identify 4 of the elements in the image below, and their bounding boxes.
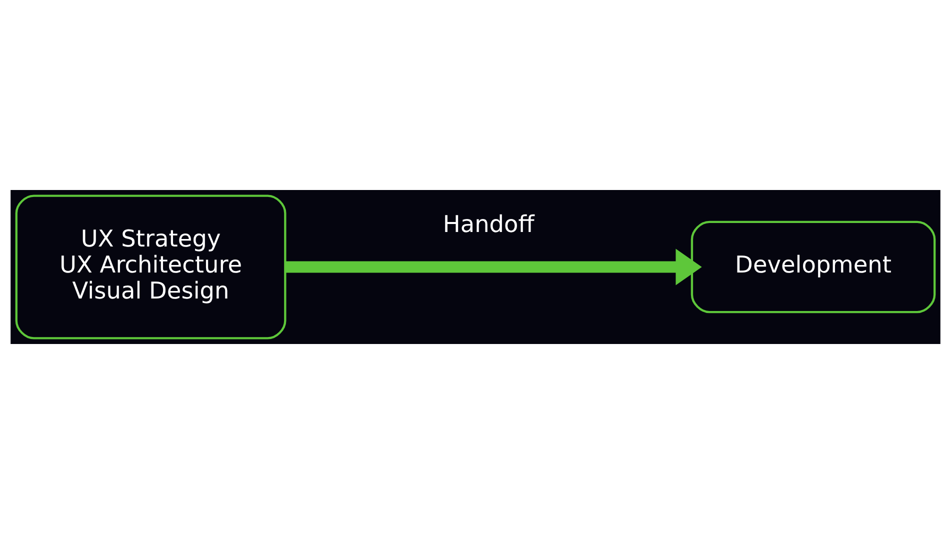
node-box: UX Strategy UX Architecture Visual Design bbox=[15, 194, 286, 340]
edge-label: Handoff bbox=[442, 210, 534, 238]
node-box: Development bbox=[690, 220, 936, 314]
arrow bbox=[285, 248, 702, 286]
